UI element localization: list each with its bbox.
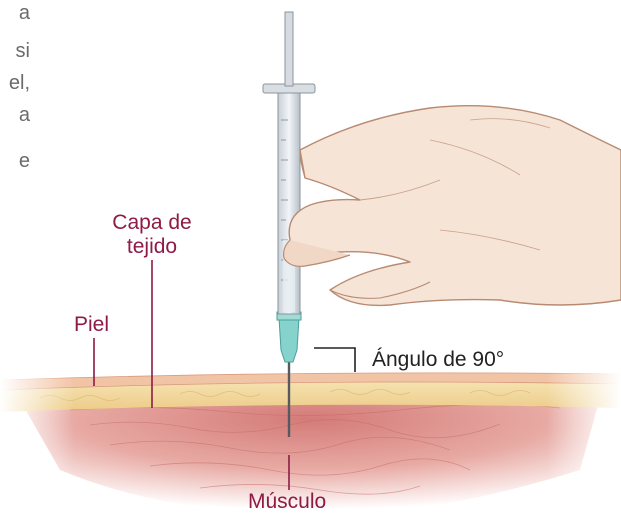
- text-fragment-3: el,: [0, 72, 30, 95]
- syringe-hub: [279, 318, 299, 362]
- capa-label-line-1: Capa de: [102, 211, 202, 235]
- text-fragment-2: si: [0, 40, 30, 63]
- piel-label: Piel: [74, 313, 109, 337]
- musculo-label: Músculo: [248, 490, 326, 514]
- capa-label-line-2: tejido: [102, 235, 202, 259]
- text-fragment-4: a: [0, 104, 30, 127]
- syringe-plunger: [285, 12, 293, 86]
- text-fragment-5: e: [0, 150, 30, 173]
- hand: [284, 106, 621, 306]
- angulo-label: Ángulo de 90°: [372, 348, 504, 372]
- text-fragment-1: a: [0, 2, 30, 25]
- capa-de-tejido-label: Capa de tejido: [102, 211, 202, 259]
